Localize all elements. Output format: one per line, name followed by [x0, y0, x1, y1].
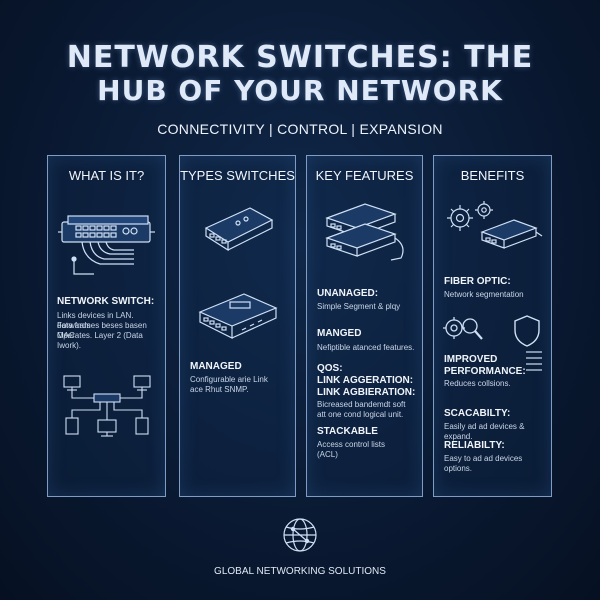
item-text-1: Configurable arie Link — [190, 375, 268, 384]
panel-types-switches: TYPES SWITCHES MANAGED Configurable arie… — [179, 155, 296, 497]
benefit-title: FIBER OPTIC: — [444, 276, 511, 287]
benefit-text: options. — [444, 464, 473, 473]
benefit-text: Easy to ad ad devices — [444, 454, 523, 463]
panel-heading: TYPES SWITCHES — [180, 168, 295, 183]
feature-text: Simple Segment & plqy — [317, 302, 401, 311]
feature-text: Access control lists — [317, 440, 386, 449]
magnifier-icon — [442, 312, 490, 348]
panel-heading: WHAT IS IT? — [68, 168, 145, 183]
chart-icon — [524, 348, 544, 374]
network-topology-icon — [58, 374, 156, 444]
item-title: NETWORK SWITCH: — [57, 296, 155, 307]
feature-text: att one cond logical unit. — [317, 410, 404, 419]
item-text-1: Links devices in LAN. Forwards — [57, 311, 134, 330]
panel-what-is-it: WHAT IS IT? NETWORK SWITCH: Links device… — [47, 155, 166, 497]
feature-title: STACKABLE — [317, 426, 378, 437]
shield-icon — [512, 314, 542, 348]
panel-benefits: BENEFITS FIBER OPTIC: Network segmentati… — [433, 155, 552, 497]
panel-key-features: KEY FEATURES UNANAGED: Simple Segment & … — [306, 155, 423, 497]
feature-title: MANGED — [317, 328, 362, 339]
globe-icon — [280, 515, 320, 560]
feature-text: Nefiptible atanced features. — [317, 343, 415, 352]
item-text-3: Operates. Layer 2 (Data Iwork). — [57, 331, 143, 350]
gears-icon — [442, 196, 546, 256]
tagline: CONNECTIVITY | CONTROL | EXPANSION — [157, 121, 443, 137]
rack-switch-icon — [54, 204, 159, 279]
feature-title: QOS: — [317, 363, 343, 374]
benefit-title: IMPROVED — [444, 354, 498, 365]
feature-title: LINK AGBIERATION: — [317, 387, 416, 398]
stacked-switches-icon — [321, 198, 411, 268]
panel-heading: KEY FEATURES — [315, 168, 414, 183]
item-text-2: ace Rhut SNMP. — [190, 385, 249, 394]
item-title: MANAGED — [190, 361, 242, 372]
benefit-title: PERFORMANCE: — [444, 366, 526, 377]
benefit-text: Network segmentation — [444, 290, 524, 299]
feature-text: (ACL) — [317, 450, 338, 459]
item-text-2: data frames beses basen MAC — [57, 321, 147, 340]
footer-brand: GLOBAL NETWORKING SOLUTIONS — [214, 566, 386, 577]
switch-device-icon — [198, 198, 278, 258]
panel-heading: BENEFITS — [460, 168, 525, 183]
page-title-line1: NETWORK SWITCHES: THE — [66, 40, 534, 75]
page-title-line2: HUB OF YOUR NETWORK — [97, 74, 503, 107]
benefit-text: Easily ad ad devices & expand. — [444, 422, 525, 441]
benefit-text: Reduces collsions. — [444, 379, 511, 388]
feature-title: LINK AGGERATION: — [317, 375, 414, 386]
switch-device-icon — [194, 286, 284, 346]
feature-text: Bicreased bandemdt soft — [317, 400, 406, 409]
benefit-title: SCACABILTY: — [444, 408, 511, 419]
feature-title: UNANAGED: — [317, 288, 379, 299]
benefit-title: RELIABILTY: — [444, 440, 505, 451]
